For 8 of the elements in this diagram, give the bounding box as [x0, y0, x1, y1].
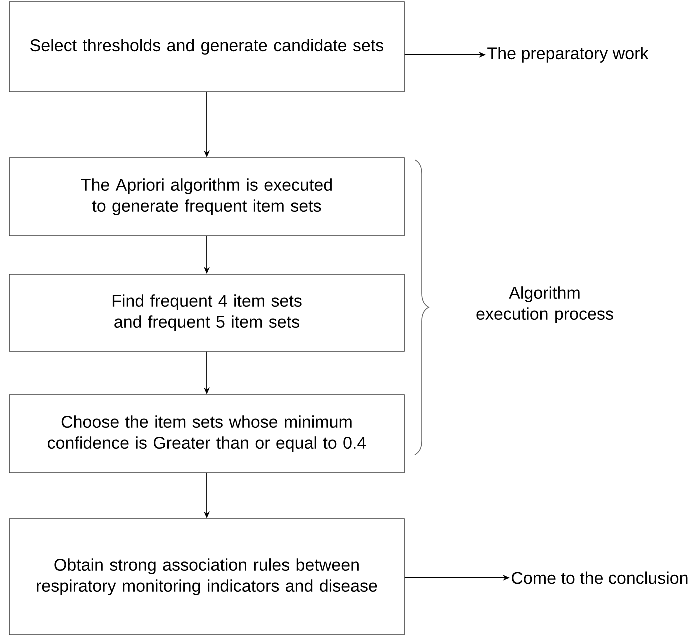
process-box: Select thresholds and generate candidate sets	[9, 2, 405, 92]
process-box: The Apriori algorithm is executed to generate frequent item sets	[9, 158, 405, 236]
stage-label: The preparatory work	[488, 47, 649, 63]
process-box: Obtain strong association rules between respiratory monitoring indicators and disease	[9, 518, 405, 636]
stage-label: Come to the conclusion	[512, 572, 688, 584]
process-box: Find frequent 4 item sets and frequent 5 item sets	[9, 274, 405, 352]
brace-label: Algorithm execution process	[476, 286, 614, 324]
process-box: Choose the item sets whose minimum confidence is Greater than or equal to 0.4	[9, 394, 405, 474]
